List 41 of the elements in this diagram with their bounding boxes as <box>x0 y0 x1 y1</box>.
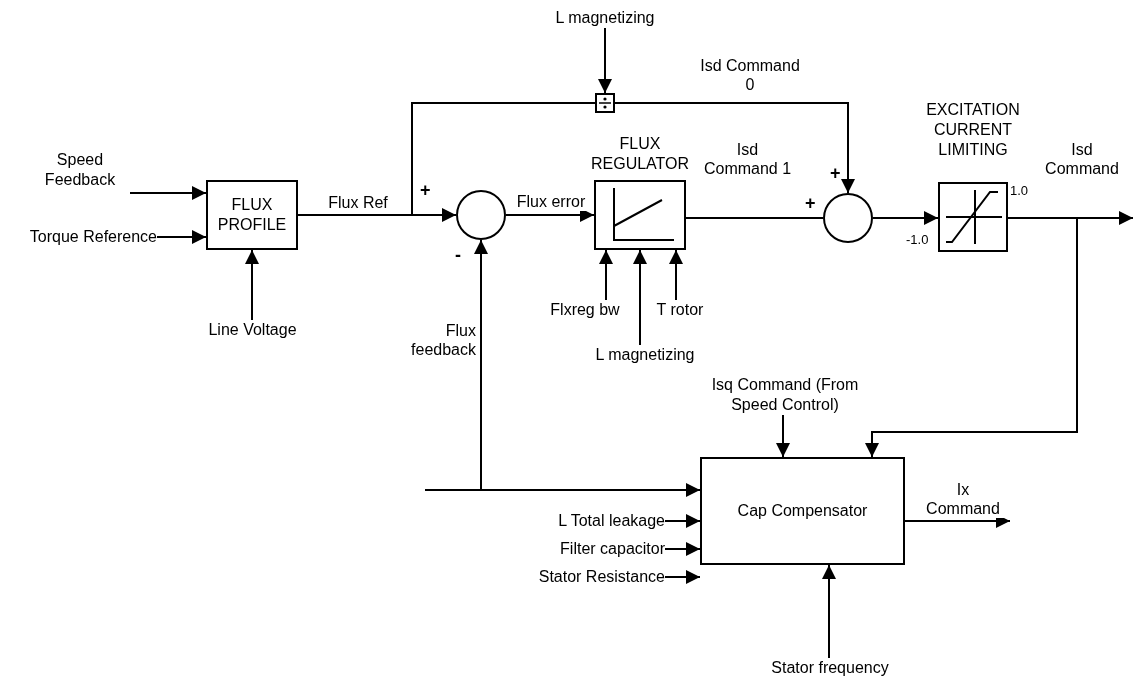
sign-label: + <box>420 180 431 200</box>
signal-arrow <box>865 217 1078 458</box>
sign-label: + <box>805 193 816 213</box>
block-heading: FLUX REGULATOR <box>589 134 691 174</box>
process-block <box>206 180 298 250</box>
signal-arrow <box>872 211 939 225</box>
sign-label: + <box>830 163 841 183</box>
signal-arrow <box>598 27 612 94</box>
process-block <box>700 457 905 565</box>
signal-arrow <box>424 483 701 497</box>
block-label: Cap Compensator <box>737 501 868 521</box>
signal-arrow <box>156 230 207 244</box>
signal-arrow <box>245 249 259 321</box>
sign-label: - <box>455 245 461 265</box>
signal-label: Line Voltage <box>200 320 305 340</box>
signal-label: T rotor <box>650 300 710 320</box>
signal-label: L magnetizing <box>545 8 665 28</box>
signal-arrow <box>599 249 613 301</box>
signal-arrow <box>474 239 488 491</box>
signal-label: Flxreg bw <box>545 300 625 320</box>
signal-arrow <box>129 186 207 200</box>
signal-arrow <box>664 570 701 584</box>
signal-label: Stator frequency <box>755 658 905 678</box>
signal-arrow <box>669 249 683 301</box>
signal-label: Speed Feedback <box>30 150 130 190</box>
signal-arrow <box>822 564 836 659</box>
signal-label: Filter capacitor <box>490 539 665 559</box>
signal-label: Isq Command (From Speed Control) <box>700 375 870 415</box>
signal-arrow <box>614 102 855 194</box>
signal-arrow <box>664 542 701 556</box>
signal-label: Torque Reference <box>5 227 157 247</box>
block-label: FLUX PROFILE <box>216 195 288 235</box>
signal-label: Stator Resistance <box>490 567 665 587</box>
signal-label: L magnetizing <box>580 345 710 365</box>
signal-arrow <box>664 514 701 528</box>
signal-arrow <box>633 249 647 346</box>
limit-value: -1.0 <box>906 232 929 248</box>
block-heading: EXCITATION CURRENT LIMITING <box>925 100 1021 160</box>
signal-arrow <box>776 414 790 458</box>
signal-label: L Total leakage <box>490 511 665 531</box>
limit-value: 1.0 <box>1010 183 1029 199</box>
